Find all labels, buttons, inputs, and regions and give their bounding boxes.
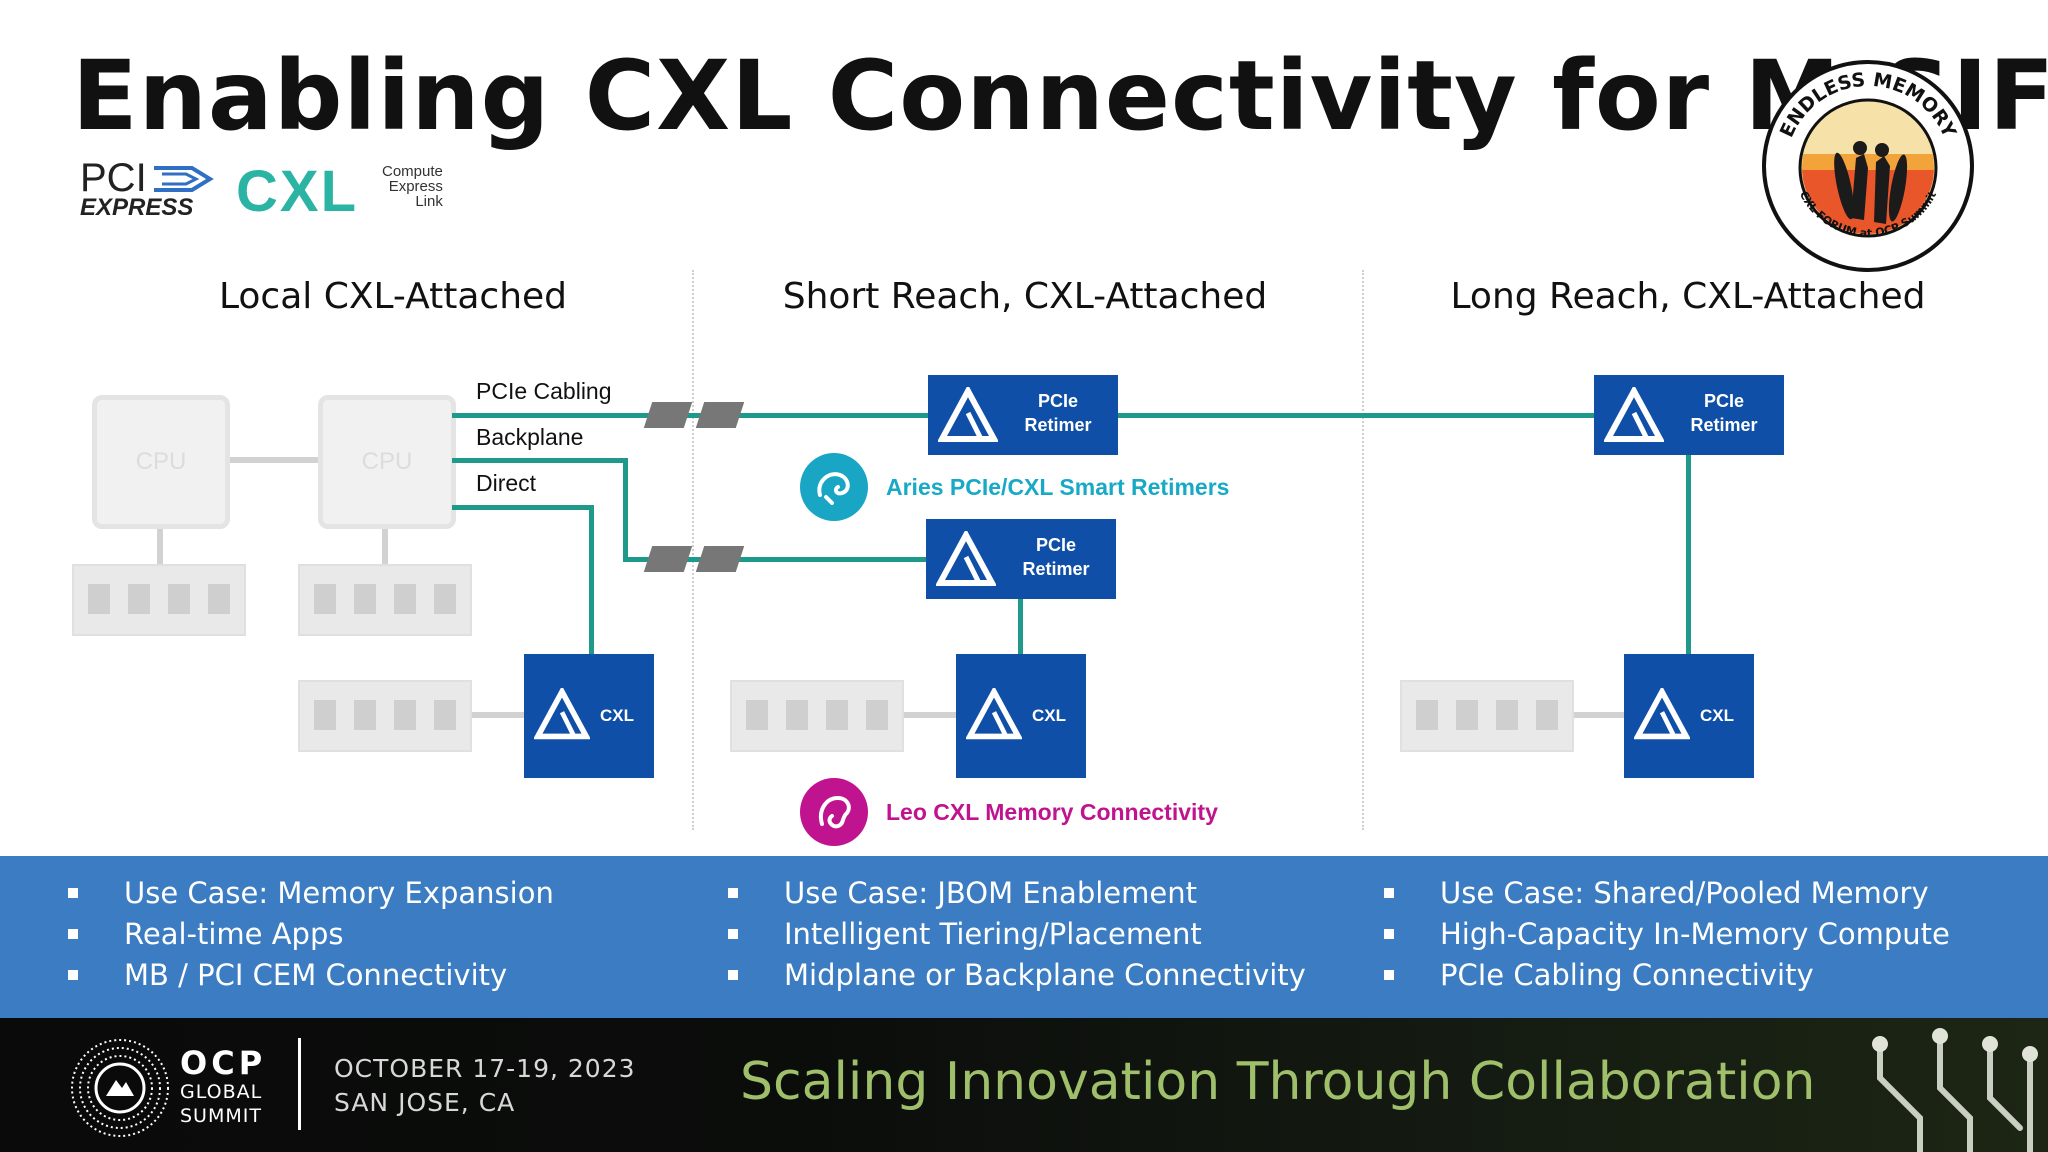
list-item: Use Case: Memory Expansion — [68, 872, 554, 913]
astera-logo-icon — [534, 688, 590, 740]
retimer-label-line1: PCIe — [1037, 391, 1079, 411]
retimer-label-line1: PCIe — [1703, 391, 1745, 411]
leo-product-label: Leo CXL Memory Connectivity — [886, 799, 1218, 825]
event-date-location: OCTOBER 17-19, 2023 SAN JOSE, CA — [334, 1054, 636, 1117]
memory-dimm — [1400, 680, 1574, 752]
col-heading-short: Short Reach, CXL-Attached — [782, 276, 1268, 317]
backplane-link — [623, 557, 929, 562]
pcie-retimer-box: PCIe Retimer — [928, 375, 1118, 455]
dimm-cxl-line — [1574, 712, 1626, 718]
cpu-dimm-line — [382, 528, 388, 564]
list-item: PCIe Cabling Connectivity — [1384, 954, 1950, 995]
link-label-direct: Direct — [476, 470, 537, 496]
pcie-logo-line2: EXPRESS — [80, 194, 194, 221]
aries-product-label: Aries PCIe/CXL Smart Retimers — [886, 474, 1230, 500]
direct-link — [452, 505, 592, 510]
cxl-controller-box: CXL — [524, 654, 654, 778]
cxl-box-label: CXL — [1032, 706, 1066, 725]
backplane-link — [452, 458, 626, 463]
pcie-retimer-box: PCIe Retimer — [1594, 375, 1784, 455]
link-label-cabling: PCIe Cabling — [476, 378, 612, 404]
pcie-retimer-box: PCIe Retimer — [926, 519, 1116, 599]
list-item: Use Case: JBOM Enablement — [728, 872, 1306, 913]
cxl-logo-subtitle: Compute Express Link — [382, 163, 443, 210]
cpu-dimm-line — [157, 528, 163, 564]
backplane-link — [623, 458, 628, 560]
list-item: Intelligent Tiering/Placement — [728, 913, 1306, 954]
retimer-label-line2: Retimer — [1022, 559, 1090, 579]
column-divider — [1362, 270, 1364, 830]
ocp-logo-text: OCP — [180, 1044, 267, 1082]
pcie-logo-line1: PCI — [80, 156, 147, 200]
ocp-starburst-logo-icon — [71, 1039, 169, 1137]
cxl-box-label: CXL — [1700, 706, 1734, 725]
cpu-interconnect-line — [224, 457, 320, 463]
pcie-arrow-icon — [154, 166, 214, 192]
endless-memory-badge: ENDLESS MEMORY CXL FORUM at OCP Summit — [1762, 60, 1974, 272]
list-item: Midplane or Backplane Connectivity — [728, 954, 1306, 995]
retimer-cxl-link — [1018, 596, 1023, 654]
cxl-logo: CXL — [236, 159, 358, 224]
ram-head-icon — [817, 472, 850, 505]
lion-head-icon — [819, 795, 851, 829]
cpu-chip: CPU — [318, 395, 456, 529]
astera-logo-icon — [938, 387, 998, 442]
footer-bar — [0, 1018, 2048, 1152]
link-break-mark — [695, 402, 745, 428]
link-break-mark — [695, 546, 745, 572]
circuit-decoration-icon — [1872, 1028, 2038, 1152]
footer-tagline: Scaling Innovation Through Collaboration — [740, 1052, 1816, 1112]
astera-logo-icon — [1634, 688, 1690, 740]
memory-dimm — [298, 680, 472, 752]
pcie-cabling-link — [452, 413, 930, 418]
col-heading-local: Local CXL-Attached — [218, 276, 568, 317]
use-case-band — [0, 856, 2048, 1018]
col-heading-long: Long Reach, CXL-Attached — [1450, 276, 1926, 317]
use-case-list: Use Case: Memory Expansion Real-time App… — [68, 872, 554, 995]
astera-logo-icon — [1604, 387, 1664, 442]
link-break-mark — [643, 402, 693, 428]
page-title: Enabling CXL Connectivity for M-SIF — [72, 40, 2048, 152]
cxl-controller-box: CXL — [956, 654, 1086, 778]
dimm-cxl-line — [470, 712, 526, 718]
list-item: Use Case: Shared/Pooled Memory — [1384, 872, 1950, 913]
long-reach-link — [1118, 413, 1596, 418]
dimm-cxl-line — [904, 712, 958, 718]
astera-logo-icon — [936, 531, 996, 586]
list-item: High-Capacity In-Memory Compute — [1384, 913, 1950, 954]
ocp-global-summit: GLOBAL SUMMIT — [180, 1081, 263, 1127]
list-item: Real-time Apps — [68, 913, 554, 954]
leo-product-icon — [800, 778, 868, 846]
link-label-backplane: Backplane — [476, 424, 584, 450]
pcie-logo: PCI EXPRESS — [80, 156, 194, 221]
retimer-label-line2: Retimer — [1690, 415, 1758, 435]
aries-product-icon — [800, 453, 868, 521]
use-case-list: Use Case: JBOM Enablement Intelligent Ti… — [728, 872, 1306, 995]
use-case-list: Use Case: Shared/Pooled Memory High-Capa… — [1384, 872, 1950, 995]
memory-dimm — [730, 680, 904, 752]
link-break-mark — [643, 546, 693, 572]
list-item: MB / PCI CEM Connectivity — [68, 954, 554, 995]
direct-link — [589, 505, 594, 655]
memory-dimm — [298, 564, 472, 636]
column-divider — [692, 270, 694, 830]
footer-divider — [298, 1038, 301, 1130]
retimer-label-line2: Retimer — [1024, 415, 1092, 435]
cxl-box-label: CXL — [600, 706, 634, 725]
astera-logo-icon — [966, 688, 1022, 740]
cxl-controller-box: CXL — [1624, 654, 1754, 778]
memory-dimm — [72, 564, 246, 636]
cpu-chip: CPU — [92, 395, 230, 529]
retimer-label-line1: PCIe — [1035, 535, 1077, 555]
long-reach-drop-link — [1686, 452, 1691, 654]
